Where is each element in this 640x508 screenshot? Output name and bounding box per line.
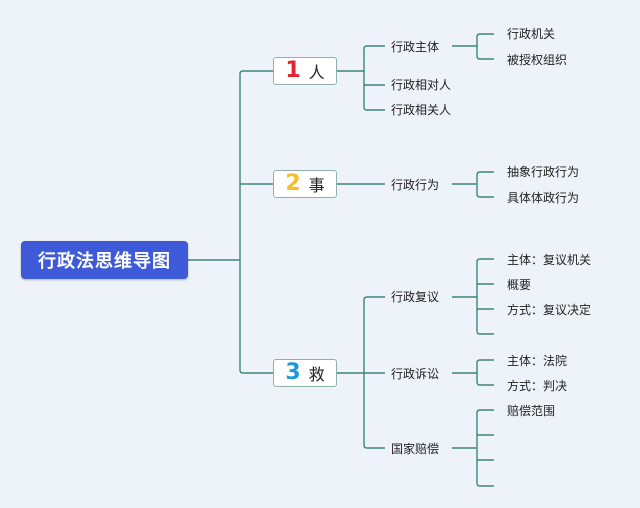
node-litigation-subject[interactable]: 主体：法院 bbox=[507, 354, 568, 368]
node-admin-action[interactable]: 行政行为 bbox=[391, 178, 440, 192]
branch-number: 1 bbox=[285, 58, 301, 83]
node-admin-litigation[interactable]: 行政诉讼 bbox=[391, 367, 440, 381]
node-abstract-action[interactable]: 抽象行政行为 bbox=[507, 165, 580, 179]
subject-connector-branch bbox=[476, 33, 494, 46]
root-connector-branch bbox=[239, 70, 273, 260]
branch-number: 2 bbox=[285, 171, 301, 196]
branch-remedy[interactable]: 3 救 bbox=[273, 359, 337, 387]
review-connector-branch bbox=[476, 297, 494, 335]
node-compensation-scope[interactable]: 赔偿范围 bbox=[507, 404, 556, 418]
action-connector-branch bbox=[476, 171, 494, 184]
branch1-connector-branch bbox=[363, 45, 385, 71]
node-state-compensation[interactable]: 国家赔偿 bbox=[391, 442, 440, 456]
node-admin-review[interactable]: 行政复议 bbox=[391, 290, 440, 304]
compensation-connector-branch bbox=[476, 409, 494, 448]
node-concrete-action[interactable]: 具体体政行为 bbox=[507, 191, 580, 205]
branch-people[interactable]: 1 人 bbox=[273, 57, 337, 85]
node-litigation-method[interactable]: 方式：判决 bbox=[507, 379, 568, 393]
node-review-method[interactable]: 方式：复议决定 bbox=[507, 303, 592, 317]
node-review-summary[interactable]: 概要 bbox=[507, 278, 532, 292]
subject-connector-branch bbox=[476, 46, 494, 60]
litigation-connector-branch bbox=[476, 373, 494, 386]
branch-label: 救 bbox=[308, 365, 325, 384]
node-admin-counterpart[interactable]: 行政相对人 bbox=[391, 78, 452, 92]
branch3-connector-branch bbox=[363, 296, 385, 373]
root-topic[interactable]: 行政法思维导图 bbox=[21, 241, 188, 279]
node-admin-related-party[interactable]: 行政相关人 bbox=[391, 103, 452, 117]
branch-label: 事 bbox=[308, 176, 325, 195]
node-admin-organ[interactable]: 行政机关 bbox=[507, 27, 556, 41]
branch-label: 人 bbox=[308, 63, 325, 82]
branch-number: 3 bbox=[285, 360, 301, 385]
branch-matters[interactable]: 2 事 bbox=[273, 170, 337, 198]
root-connector-branch bbox=[239, 260, 273, 374]
action-connector-branch bbox=[476, 184, 494, 198]
litigation-connector-branch bbox=[476, 359, 494, 373]
node-review-subject[interactable]: 主体：复议机关 bbox=[507, 253, 592, 267]
branch3-connector-branch bbox=[363, 373, 385, 449]
compensation-connector-branch bbox=[476, 448, 494, 487]
node-admin-subject[interactable]: 行政主体 bbox=[391, 40, 440, 54]
node-authorized-org[interactable]: 被授权组织 bbox=[507, 53, 568, 67]
branch1-connector-branch bbox=[363, 71, 385, 111]
review-connector-branch bbox=[476, 258, 494, 297]
